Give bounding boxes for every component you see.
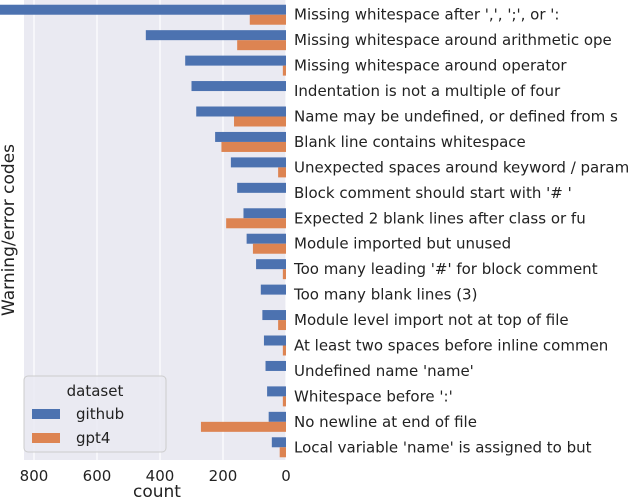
legend-label-github: github (76, 405, 124, 423)
bar-github (196, 106, 286, 117)
x-axis-title: count (133, 482, 181, 502)
bar-github (256, 259, 286, 270)
bar-github (215, 131, 286, 142)
bar-gpt4 (237, 40, 286, 51)
legend-label-gpt4: gpt4 (76, 429, 110, 447)
bar-gpt4 (200, 421, 286, 432)
bar-github (185, 55, 286, 66)
legend-swatch-gpt4 (32, 433, 60, 443)
bar-github (262, 310, 286, 321)
category-label: No newline at end of file (294, 413, 477, 431)
category-label: Local variable 'name' is assigned to but (294, 438, 592, 456)
category-label: Whitespace before ':' (294, 387, 453, 405)
bar-gpt4 (282, 396, 286, 407)
bar-github (268, 411, 286, 422)
category-label: Expected 2 blank lines after class or fu (294, 209, 586, 227)
x-tick-label: 400 (146, 467, 175, 485)
category-labels: Missing whitespace after ',', ';', or ':… (293, 6, 629, 457)
category-label: Indentation is not a multiple of four (294, 82, 561, 100)
category-label: At least two spaces before inline commen (294, 337, 608, 355)
y-axis-title: Warning/error codes (0, 144, 19, 316)
x-tick-label: 800 (20, 467, 49, 485)
bar-github (263, 335, 286, 346)
category-label: Undefined name 'name' (294, 362, 474, 380)
bar-gpt4 (221, 141, 286, 152)
bar-github (230, 157, 286, 168)
x-tick-labels: 800 600 400 200 0 (20, 467, 291, 485)
category-label: Module imported but unused (294, 235, 511, 253)
x-tick-label: 0 (281, 467, 291, 485)
category-label: Too many leading '#' for block comment (293, 260, 598, 278)
bar-github (237, 182, 286, 193)
x-tick-label: 600 (83, 467, 112, 485)
legend-title: dataset (67, 382, 124, 400)
category-label: Missing whitespace around operator (294, 57, 567, 75)
category-label: Too many blank lines (3) (293, 286, 477, 304)
bars (0, 4, 286, 458)
bar-github (260, 284, 286, 295)
category-label: Missing whitespace after ',', ';', or ': (294, 6, 559, 24)
bar-gpt4 (278, 320, 286, 331)
category-label: Name may be undefined, or defined from s (294, 108, 618, 126)
x-tick-label: 200 (209, 467, 238, 485)
bar-gpt4 (282, 345, 286, 356)
bar-gpt4 (249, 14, 286, 25)
bar-github (265, 360, 286, 371)
bar-github (145, 30, 286, 41)
bar-gpt4 (282, 65, 286, 76)
bar-github (246, 233, 286, 244)
bar-github (267, 386, 286, 397)
bar-gpt4 (282, 269, 286, 280)
category-label: Missing whitespace around arithmetic ope (294, 31, 612, 49)
bar-gpt4 (234, 116, 286, 127)
bar-gpt4 (252, 243, 286, 254)
category-label: Module level import not at top of file (294, 311, 569, 329)
bar-gpt4 (278, 167, 286, 178)
bar-github (191, 81, 286, 92)
category-label: Unexpected spaces around keyword / param (294, 158, 629, 176)
bar-github (243, 208, 286, 219)
legend-swatch-github (32, 409, 60, 419)
legend: dataset github gpt4 (23, 375, 167, 453)
category-label: Blank line contains whitespace (294, 133, 526, 151)
bar-github (271, 437, 286, 448)
bar-gpt4 (226, 218, 286, 229)
bar-github (0, 4, 286, 15)
category-label: Block comment should start with '# ' (294, 184, 572, 202)
bar-gpt4 (279, 447, 286, 458)
